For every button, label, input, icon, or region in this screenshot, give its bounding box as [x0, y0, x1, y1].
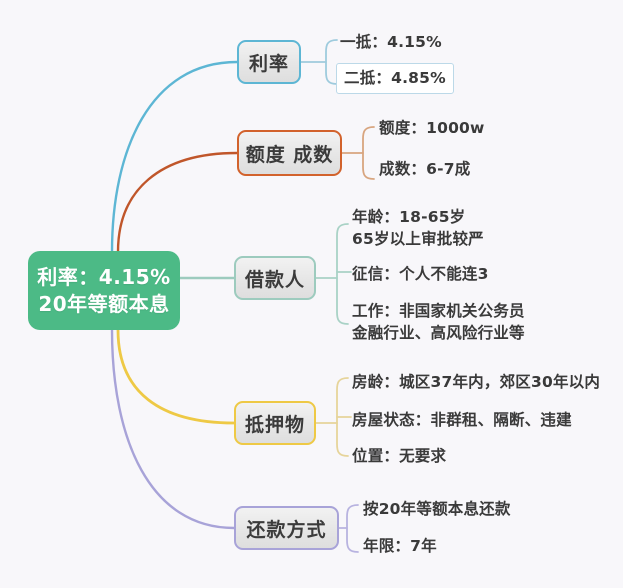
- bracket-quota-ratio: [362, 126, 375, 180]
- leaf-borrower-credit[interactable]: 征信：个人不能连3: [352, 265, 489, 283]
- branch-node-borrower[interactable]: 借款人: [234, 256, 316, 300]
- connector-root-to-quota-ratio: [116, 151, 239, 254]
- leaf-borrower-age-line-1: 年龄：18-65岁: [352, 208, 466, 226]
- leaf-borrower-occupation-line-2: 金融行业、高风险行业等: [352, 324, 525, 343]
- bracket-repayment: [346, 504, 359, 553]
- branch-node-quota-ratio[interactable]: 额度 成数: [237, 130, 342, 176]
- leaf-borrower-age[interactable]: 年龄：18-65岁 65岁以上审批较严: [352, 206, 484, 251]
- branch-label-repayment: 还款方式: [246, 518, 327, 541]
- branch-label-interest-rate: 利率: [248, 52, 289, 75]
- leaf-interest-rate-second-mortgage[interactable]: 二抵：4.85%: [336, 63, 454, 95]
- leaf-repayment-term[interactable]: 年限：7年: [363, 537, 437, 555]
- connector-root-to-collateral: [116, 328, 236, 425]
- root-node-line-1: 利率：4.15%: [37, 264, 171, 289]
- connector-root-to-repayment: [110, 328, 236, 530]
- leaf-collateral-house-status[interactable]: 房屋状态：非群租、隔断、违建: [352, 411, 572, 429]
- leaf-collateral-location[interactable]: 位置：无要求: [352, 447, 447, 465]
- branch-label-borrower: 借款人: [244, 268, 305, 291]
- branch-node-collateral[interactable]: 抵押物: [234, 401, 316, 445]
- bracket-borrower: [336, 223, 349, 325]
- leaf-interest-rate-first-mortgage[interactable]: 一抵：4.15%: [340, 33, 442, 51]
- branch-node-interest-rate[interactable]: 利率: [237, 40, 301, 84]
- connector-root-to-interest-rate: [110, 60, 239, 254]
- leaf-borrower-occupation[interactable]: 工作：非国家机关公务员 金融行业、高风险行业等: [352, 300, 525, 345]
- leaf-borrower-occupation-line-1: 工作：非国家机关公务员: [352, 302, 525, 320]
- branch-node-repayment[interactable]: 还款方式: [234, 506, 339, 550]
- leaf-quota-amount[interactable]: 额度：1000w: [379, 119, 485, 137]
- leaf-quota-ratio-value[interactable]: 成数：6-7成: [379, 160, 471, 178]
- branch-label-quota-ratio: 额度 成数: [245, 143, 334, 166]
- bracket-collateral: [336, 377, 349, 457]
- leaf-repayment-method[interactable]: 按20年等额本息还款: [363, 500, 511, 518]
- leaf-collateral-house-age[interactable]: 房龄：城区37年内，郊区30年以内: [352, 373, 601, 391]
- branch-label-collateral: 抵押物: [244, 413, 305, 436]
- root-node-line-2: 20年等额本息: [38, 291, 170, 316]
- leaf-borrower-age-line-2: 65岁以上审批较严: [352, 230, 484, 249]
- root-node[interactable]: 利率：4.15% 20年等额本息: [28, 251, 180, 330]
